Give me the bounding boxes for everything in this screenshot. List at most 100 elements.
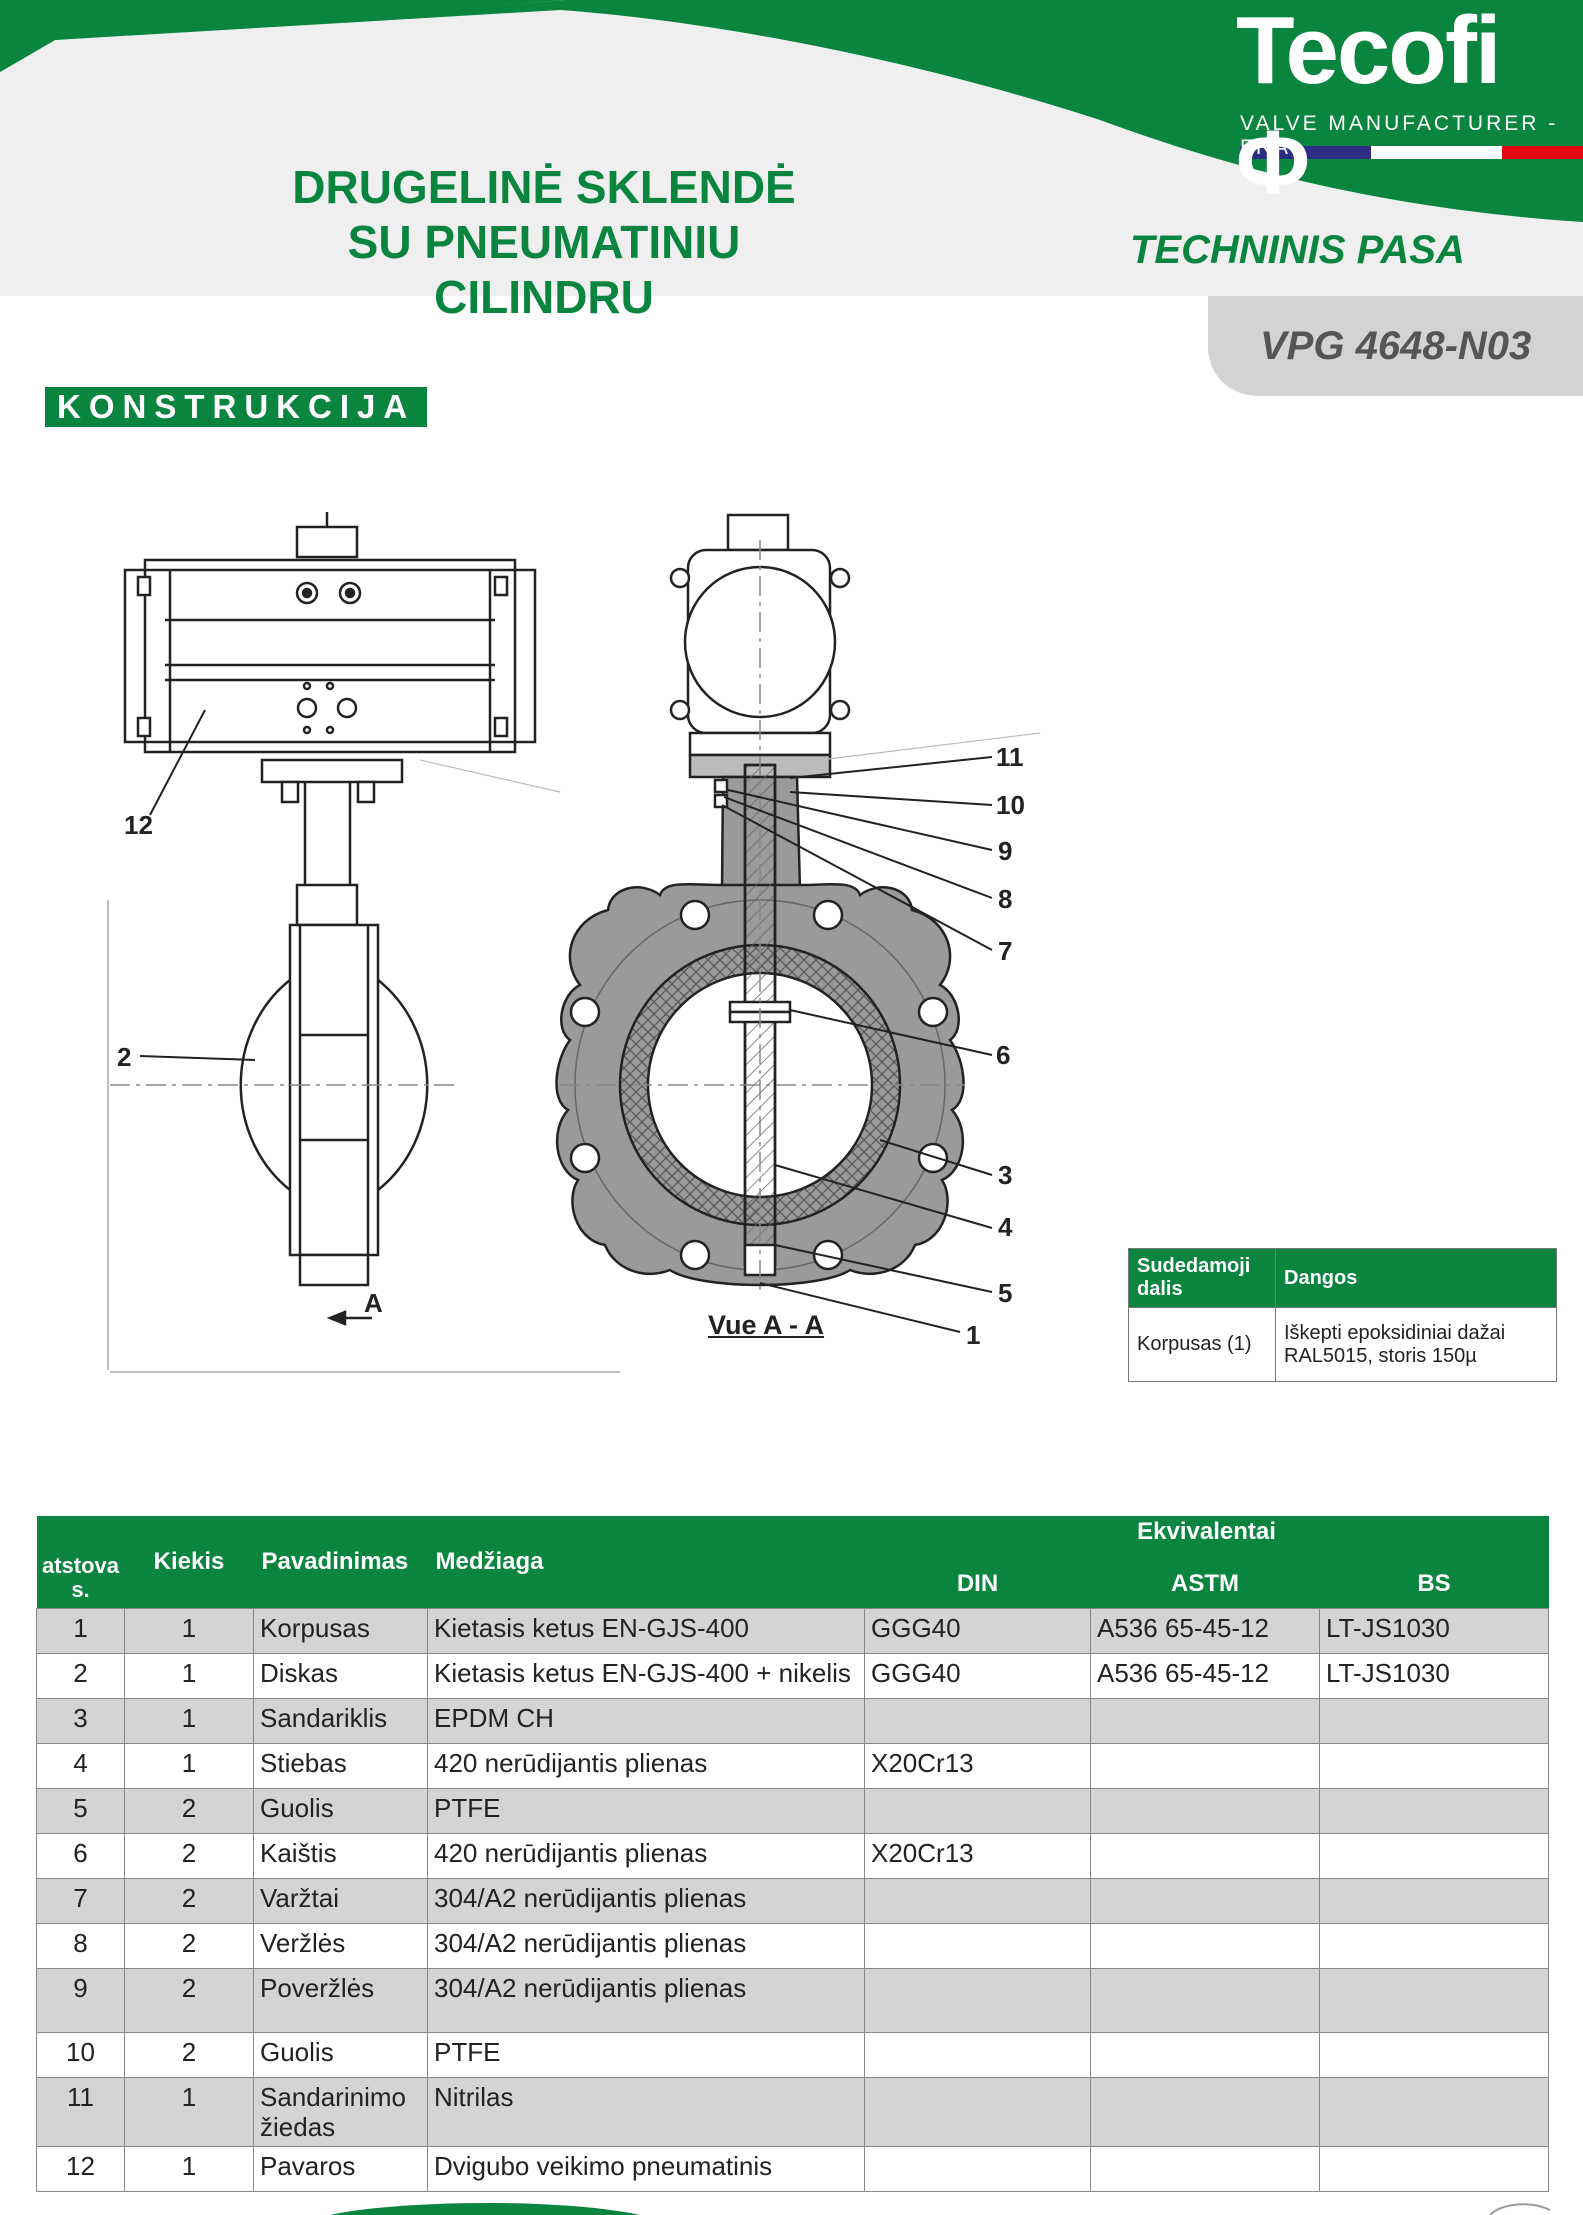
cell-qty: 1 <box>124 1652 254 1699</box>
cell-din <box>864 1697 1091 1744</box>
cell-material: 304/A2 nerūdijantis plienas <box>427 1967 865 2033</box>
cell-din <box>864 1922 1091 1969</box>
valve-drawing <box>107 512 1041 1373</box>
cell-astm <box>1090 1832 1320 1879</box>
cell-qty: 2 <box>124 1877 254 1924</box>
cell-pos: 1 <box>36 1607 125 1654</box>
actuator-side-view <box>123 512 537 1287</box>
callout-9: 9 <box>998 836 1013 866</box>
cell-bs <box>1318 1697 1550 1744</box>
callout-leaders <box>721 756 993 1333</box>
callout-12: 12 <box>124 810 153 840</box>
cell-qty: 2 <box>124 1967 254 2033</box>
cell-astm <box>1090 2145 1320 2192</box>
callout-1: 1 <box>966 1320 981 1350</box>
cell-pos: 11 <box>36 2076 125 2147</box>
page-title: DRUGELINĖ SKLENDĖ SU PNEUMATINIU CILINDR… <box>194 160 894 325</box>
cell-qty: 1 <box>124 1607 254 1654</box>
cell-material: PTFE <box>427 2031 865 2078</box>
cell-qty: 1 <box>124 1742 254 1789</box>
cell-astm <box>1090 1742 1320 1789</box>
cell-astm: A536 65-45-12 <box>1090 1607 1320 1654</box>
cell-astm <box>1090 1877 1320 1924</box>
cell-pos: 7 <box>36 1877 125 1924</box>
cell-pos: 10 <box>36 2031 125 2078</box>
callout-5: 5 <box>998 1278 1013 1308</box>
header-material: Medžiaga <box>427 1516 865 1608</box>
callout-10: 10 <box>996 790 1025 820</box>
cell-qty: 1 <box>124 1697 254 1744</box>
callout-6: 6 <box>996 1040 1011 1070</box>
cell-name: Stiebas <box>253 1742 428 1789</box>
cell-astm <box>1090 2076 1320 2147</box>
cell-din <box>864 1877 1091 1924</box>
cell-bs <box>1318 2076 1550 2147</box>
cell-bs: LT-JS1030 <box>1318 1607 1550 1654</box>
cell-din: GGG40 <box>864 1607 1091 1654</box>
cell-name: Sandarinimo žiedas <box>253 2076 428 2147</box>
brand-logo: Tecofi Φ <box>1236 0 1502 213</box>
callout-4: 4 <box>998 1212 1013 1242</box>
callout-2: 2 <box>117 1042 132 1072</box>
cell-din: X20Cr13 <box>864 1742 1091 1789</box>
header-pos: atstova s. <box>36 1516 125 1608</box>
section-marker: A <box>364 1288 383 1318</box>
cell-qty: 2 <box>124 1832 254 1879</box>
cell-din <box>864 2076 1091 2147</box>
cell-material: Kietasis ketus EN-GJS-400 + nikelis <box>427 1652 865 1699</box>
cell-bs <box>1318 1922 1550 1969</box>
cell-material: Kietasis ketus EN-GJS-400 <box>427 1607 865 1654</box>
cell-astm <box>1090 1922 1320 1969</box>
cell-bs <box>1318 1742 1550 1789</box>
cell-name: Veržlės <box>253 1922 428 1969</box>
cell-din <box>864 1787 1091 1834</box>
cell-name: Pavaros <box>253 2145 428 2192</box>
cell-bs <box>1318 1832 1550 1879</box>
cell-pos: 9 <box>36 1967 125 2033</box>
cell-material: Dvigubo veikimo pneumatinis <box>427 2145 865 2192</box>
cell-name: Poveržlės <box>253 1967 428 2033</box>
cell-material: Nitrilas <box>427 2076 865 2147</box>
cell-name: Varžtai <box>253 1877 428 1924</box>
coating-table: Sudedamoji dalis Dangos Korpusas (1) Išk… <box>1128 1248 1557 1382</box>
header-astm: ASTM <box>1090 1560 1320 1608</box>
title-line-3: CILINDRU <box>434 271 654 323</box>
cell-material: 304/A2 nerūdijantis plienas <box>427 1922 865 1969</box>
coating-header-coating: Dangos <box>1275 1248 1557 1308</box>
doc-subtitle: TECHNINIS PASA <box>1130 228 1465 272</box>
callout-11: 11 <box>996 742 1024 772</box>
cell-pos: 12 <box>36 2145 125 2192</box>
callout-3: 3 <box>998 1160 1013 1190</box>
cell-astm: A536 65-45-12 <box>1090 1652 1320 1699</box>
cell-bs <box>1318 1787 1550 1834</box>
cell-astm <box>1090 1787 1320 1834</box>
cell-material: 420 nerūdijantis plienas <box>427 1832 865 1879</box>
cell-din <box>864 2031 1091 2078</box>
cell-pos: 6 <box>36 1832 125 1879</box>
header-bs: BS <box>1319 1560 1549 1608</box>
header-name: Pavadinimas <box>253 1516 428 1608</box>
cell-name: Diskas <box>253 1652 428 1699</box>
cell-pos: 3 <box>36 1697 125 1744</box>
cell-bs <box>1318 1967 1550 2033</box>
cell-pos: 8 <box>36 1922 125 1969</box>
section-title: KONSTRUKCIJA <box>45 387 428 427</box>
cell-bs: LT-JS1030 <box>1318 1652 1550 1699</box>
cell-pos: 5 <box>36 1787 125 1834</box>
cell-material: 420 nerūdijantis plienas <box>427 1742 865 1789</box>
doc-code: VPG 4648-N03 <box>1260 324 1532 368</box>
title-line-1: DRUGELINĖ SKLENDĖ <box>292 161 796 213</box>
cell-astm <box>1090 2031 1320 2078</box>
cell-bs <box>1318 1877 1550 1924</box>
